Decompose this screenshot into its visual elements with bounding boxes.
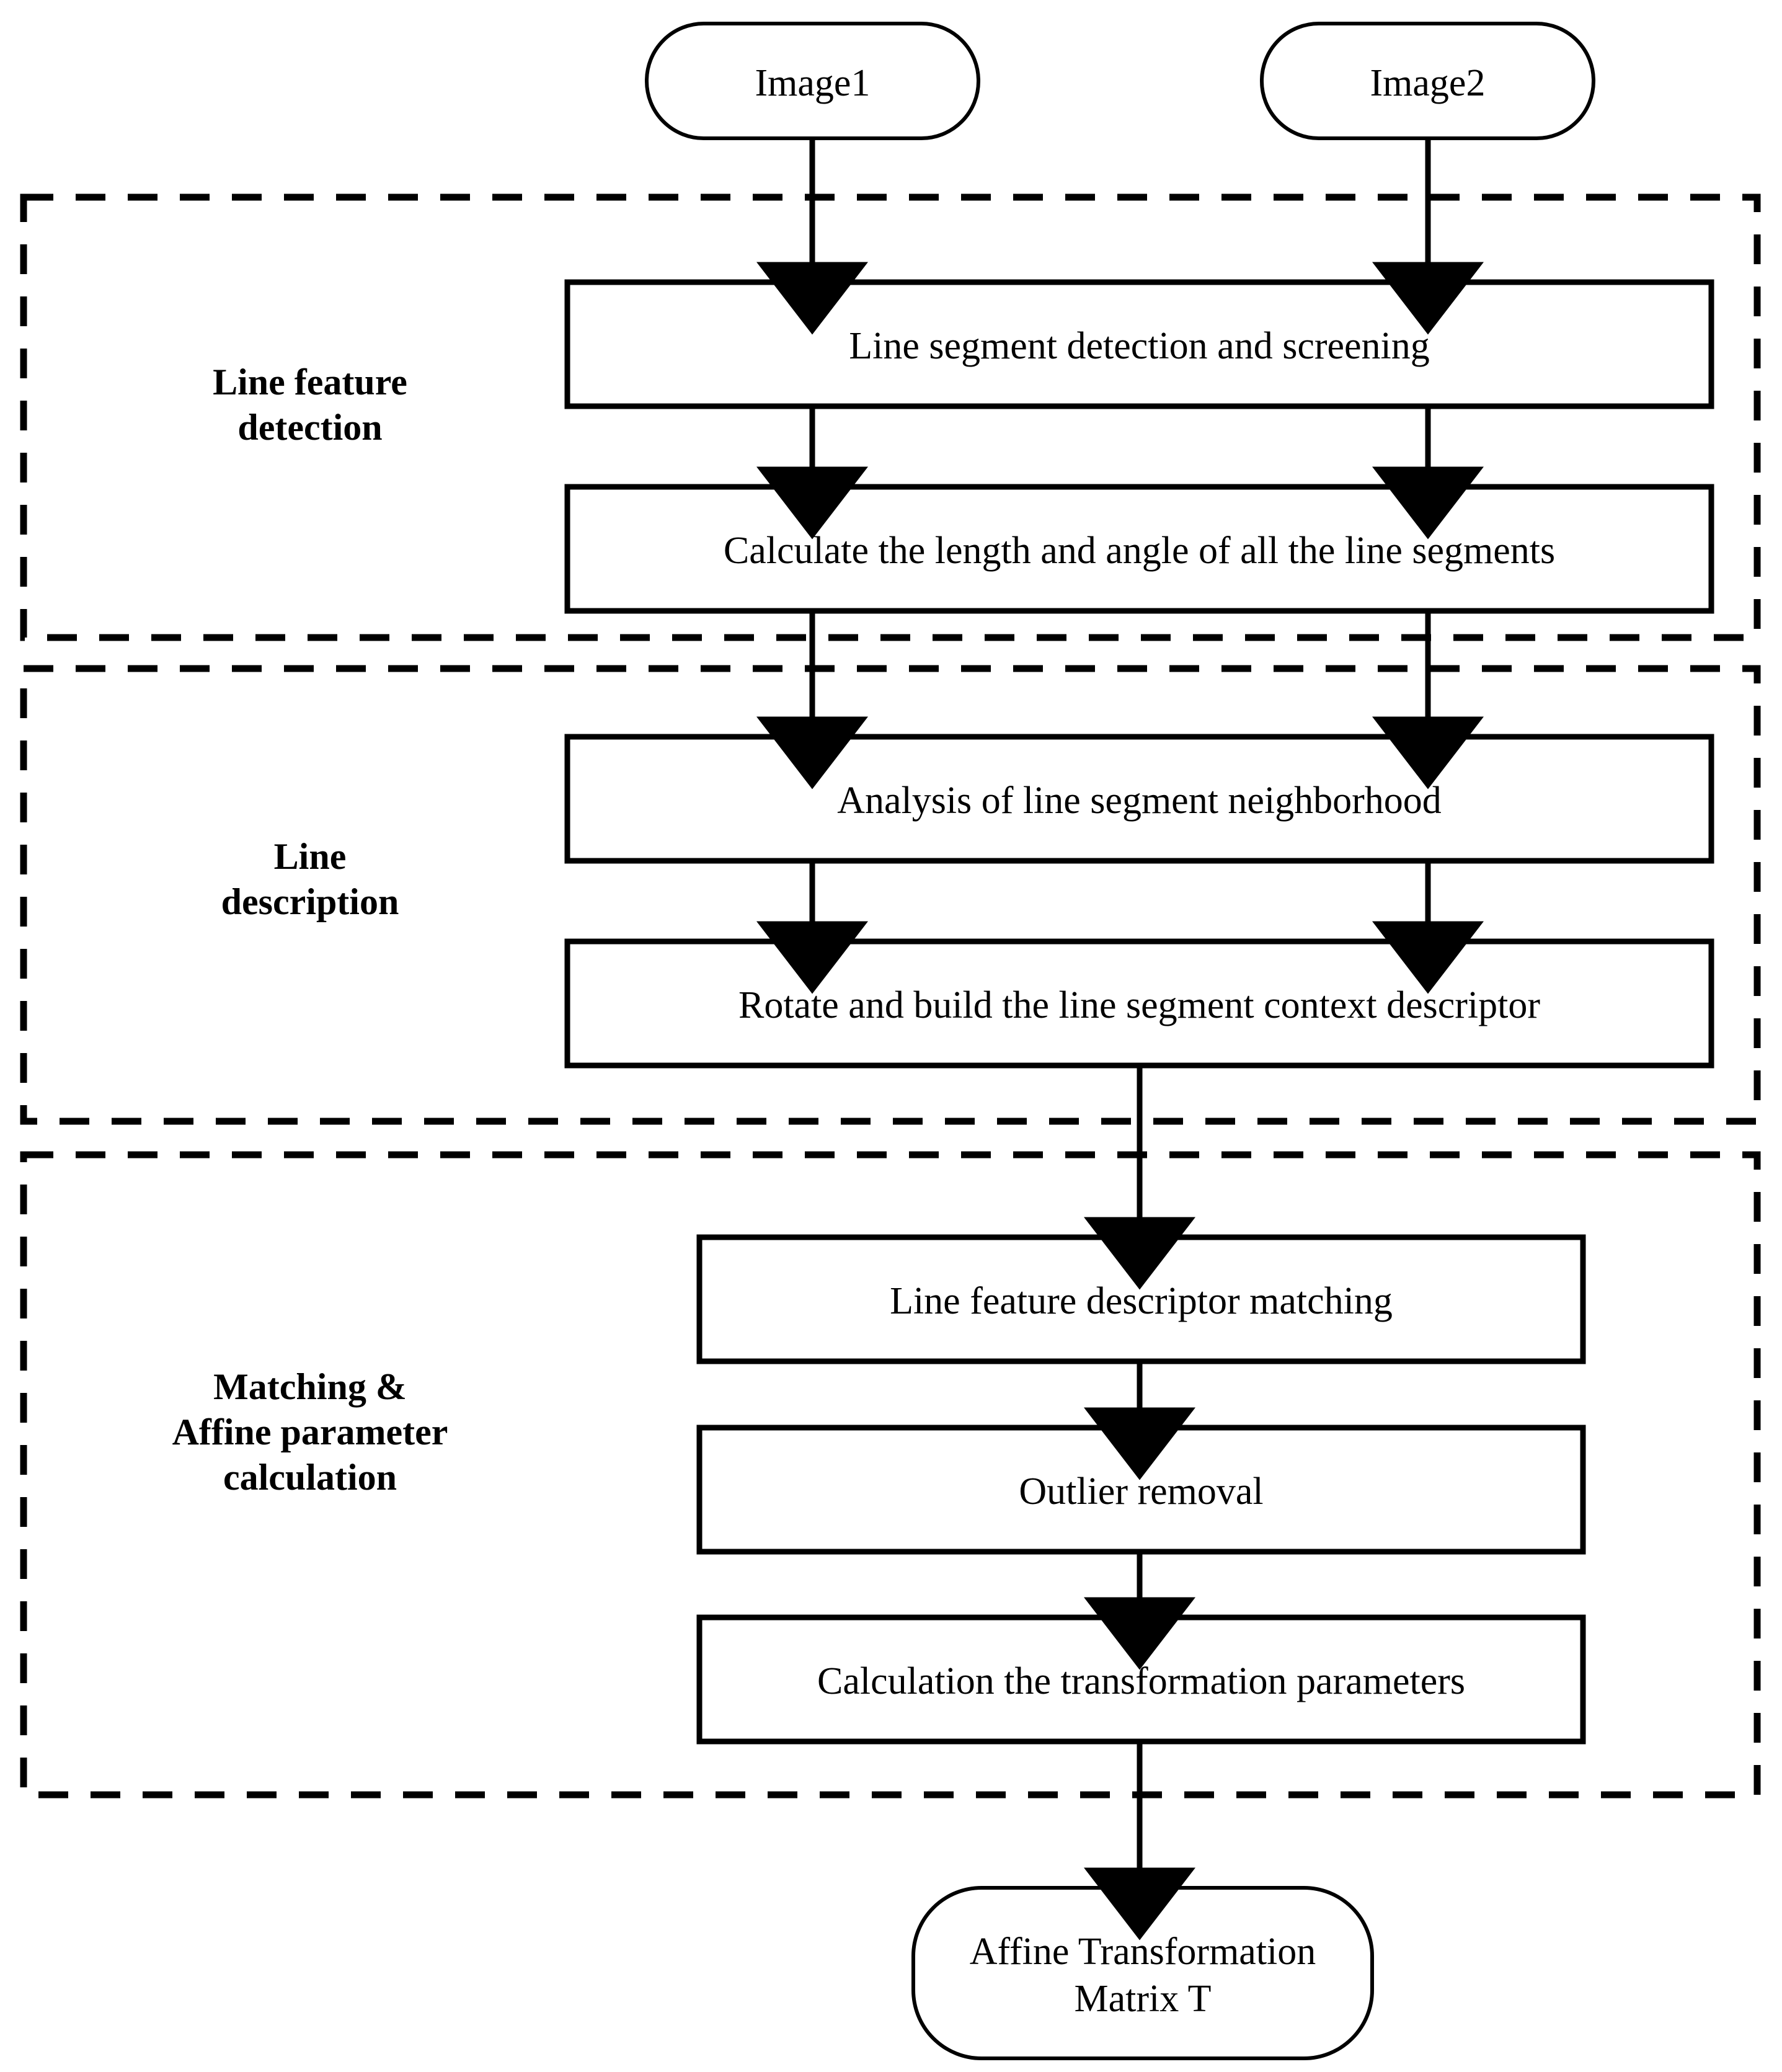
node-descriptor-matching-shape[interactable] [696,1234,1586,1364]
node-image1-shape[interactable] [645,22,980,140]
node-affine-matrix-shape[interactable] [911,1886,1374,2060]
node-line-segment-detection-shape[interactable] [564,279,1714,409]
node-calculate-length-angle-shape[interactable] [564,484,1714,614]
node-rotate-build-descriptor-shape[interactable] [564,938,1714,1069]
node-outlier-removal-shape[interactable] [696,1425,1586,1555]
node-image2-shape[interactable] [1260,22,1595,140]
group-box-line-feature-detection [20,193,1761,641]
group-box-matching-affine [20,1151,1761,1799]
node-analysis-neighborhood-shape[interactable] [564,734,1714,864]
node-transformation-parameters-shape[interactable] [696,1614,1586,1745]
